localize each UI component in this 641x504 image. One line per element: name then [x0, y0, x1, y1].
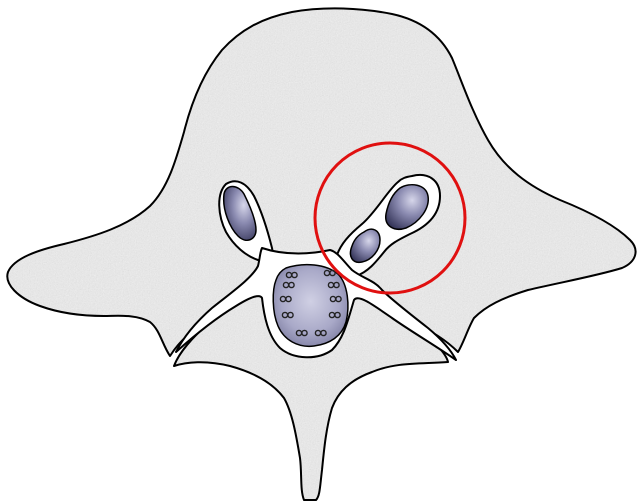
- central-rounded-square-structure: [273, 265, 348, 347]
